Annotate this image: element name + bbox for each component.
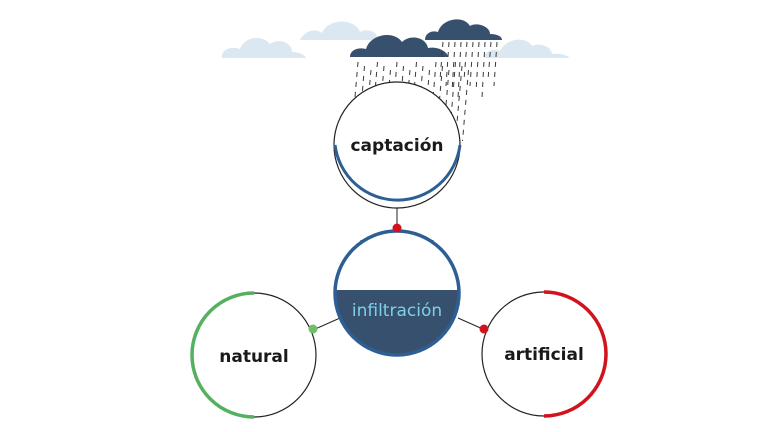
rain-streak	[455, 65, 463, 135]
infiltracion-label: infiltración	[352, 301, 442, 321]
rain-streak	[481, 41, 486, 99]
captacion-label: captación	[350, 136, 443, 156]
storm-cloud-icon	[350, 19, 502, 57]
rain-streak	[469, 41, 474, 87]
connector-dot-natural	[308, 324, 318, 334]
rain-streak	[451, 41, 456, 93]
node-natural: natural	[190, 291, 317, 419]
connector-left	[312, 317, 341, 331]
artificial-arc	[543, 290, 608, 418]
rain-streak	[462, 69, 469, 142]
rain-streak	[487, 41, 492, 81]
rain-streak	[445, 41, 450, 87]
connector-dot-artificial	[479, 324, 489, 334]
natural-arc	[190, 291, 255, 419]
cloud-icon	[300, 21, 378, 40]
node-infiltracion: infiltración	[333, 229, 461, 357]
node-artificial: artificial	[481, 290, 608, 418]
node-captacion: captación	[333, 81, 462, 209]
rain-streak	[371, 61, 378, 134]
connector-dot-top	[392, 223, 402, 233]
rain-streak	[439, 41, 444, 81]
cloud-icon	[222, 37, 306, 58]
rain-streak	[493, 41, 498, 87]
natural-label: natural	[219, 347, 289, 367]
rain-streak	[463, 41, 468, 81]
rain-streak	[475, 41, 480, 93]
rain-streak	[351, 61, 359, 133]
artificial-label: artificial	[504, 345, 584, 365]
rain-streak	[442, 69, 450, 141]
captacion-arc	[333, 144, 462, 202]
cloud-icon	[484, 39, 570, 58]
